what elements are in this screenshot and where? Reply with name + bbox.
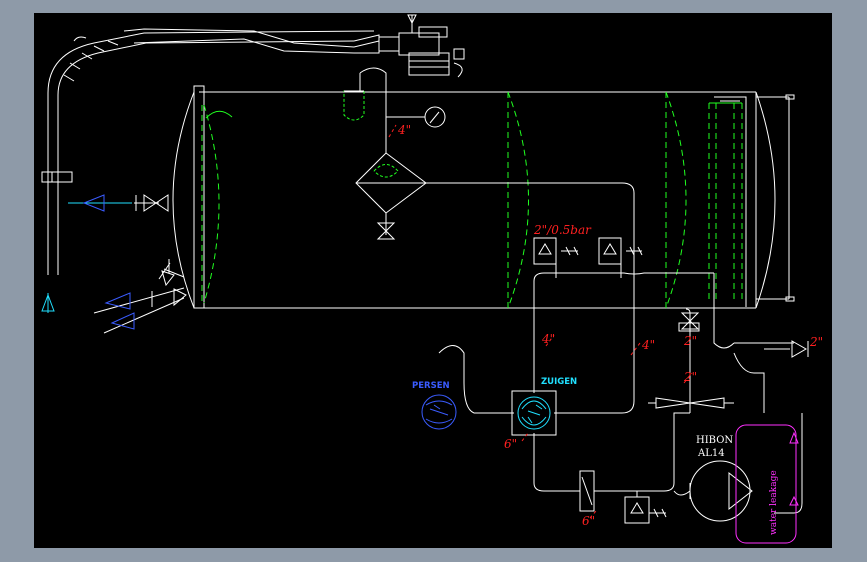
flow-arrow-left-inlet — [41, 194, 135, 330]
vacuum-tank — [172, 85, 795, 309]
zuigen-valve — [511, 390, 557, 436]
drawing-canvas: 4" 2"/0.5bar 4" 4" 2" 2" 2" 6" 6" HIBON … — [34, 13, 832, 548]
leakage-loop — [735, 424, 799, 544]
label-drain-small: 2" — [683, 334, 697, 348]
label-bypass: 2" — [683, 370, 697, 384]
label-return-line: 4" — [641, 338, 655, 352]
bypass-valve — [648, 397, 734, 409]
label-check-size: 6" — [582, 514, 595, 528]
suction-arm — [41, 14, 465, 275]
label-relief-valve: 2"/0.5bar — [533, 223, 592, 237]
pump — [689, 460, 753, 522]
drain-valve — [764, 340, 809, 358]
label-persen: PERSEN — [412, 381, 450, 391]
label-drain-right: 2" — [809, 335, 823, 349]
dimension-markers — [388, 124, 693, 519]
label-pipe-top: 4" — [397, 123, 411, 137]
separator — [343, 90, 446, 240]
left-valves — [93, 194, 187, 334]
piping-diagram: 4" 2"/0.5bar 4" 4" 2" 2" 2" 6" 6" HIBON … — [41, 14, 823, 544]
relief-valves — [533, 237, 643, 278]
label-zuigen: ZUIGEN — [541, 377, 577, 387]
persen-valve — [421, 394, 457, 430]
check-valve — [579, 470, 667, 524]
label-suction-line: 4" — [541, 332, 555, 346]
label-leakage: water leakage — [769, 470, 779, 535]
label-pump-model: AL14 — [697, 448, 725, 459]
label-pump-name: HIBON — [696, 435, 733, 446]
label-zuigen-size: 6" — [504, 437, 517, 451]
pipework — [426, 182, 803, 514]
